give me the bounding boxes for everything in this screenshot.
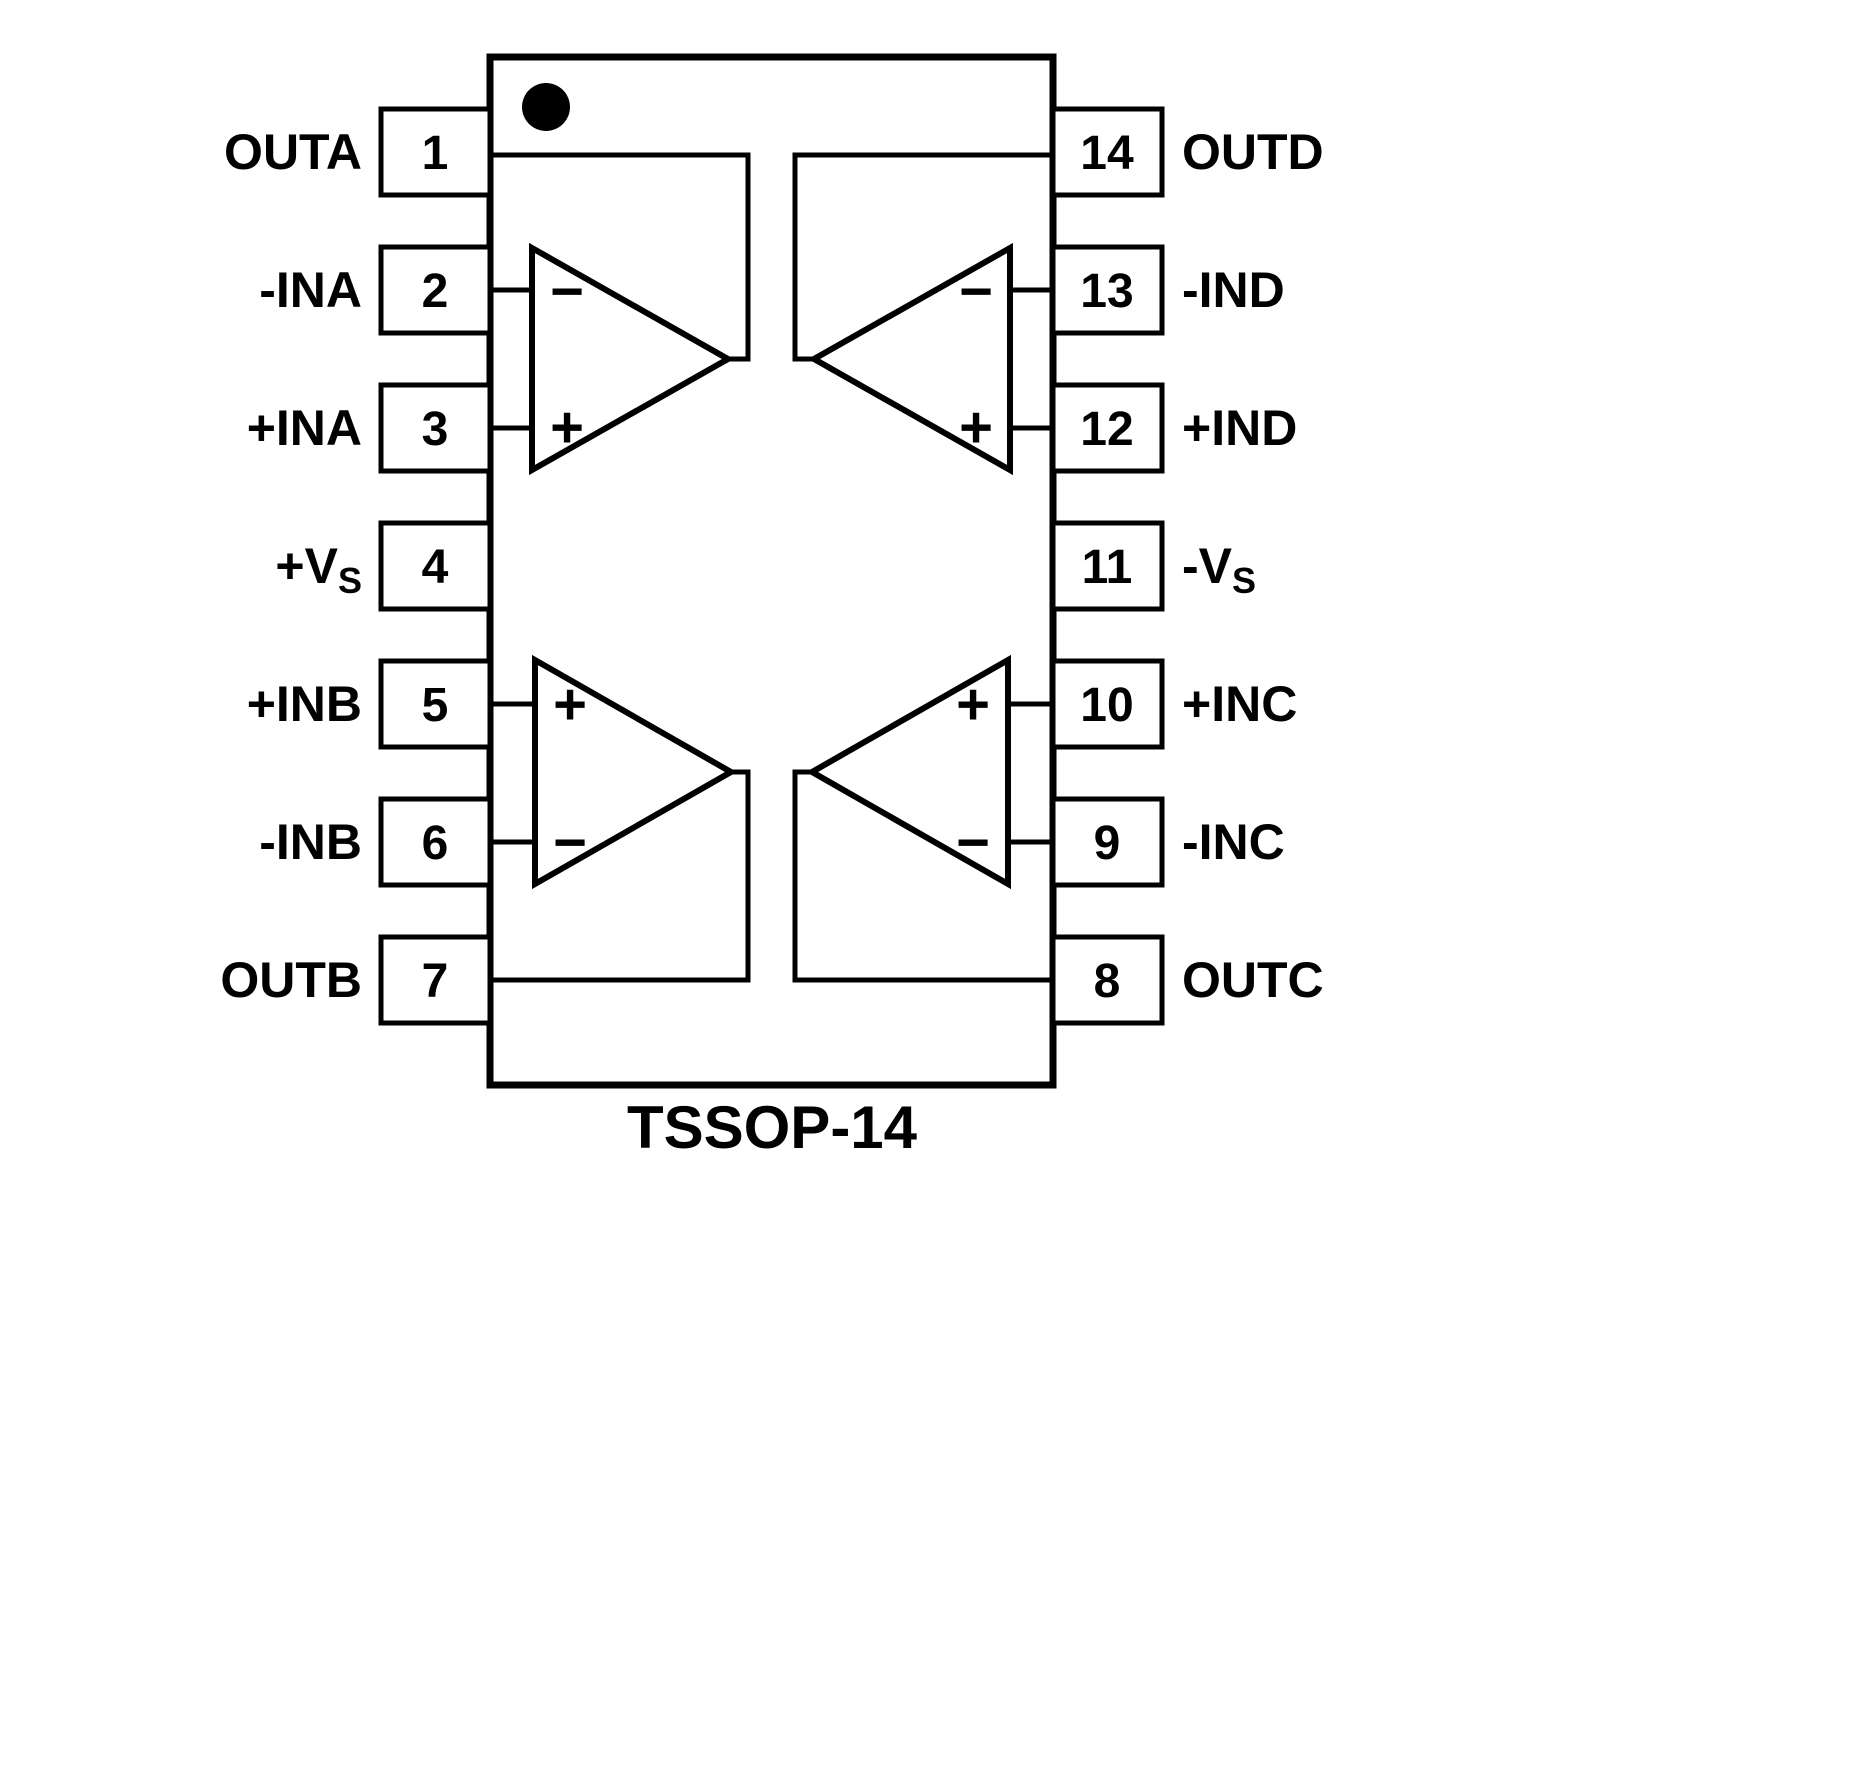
pin-4: 4 +VS [275,520,493,612]
pin-6-number: 6 [422,817,449,870]
pin-3: 3 +INA [247,382,493,474]
opamp-a-output-trace [490,152,751,362]
pin-7-label: OUTB [220,952,362,1008]
pin-12-number: 12 [1080,403,1133,456]
opamp-d-output-trace [792,152,1053,362]
ic-body [486,53,1057,1089]
pin-11-box [1050,520,1165,612]
pin-1-box [378,106,493,198]
pin-13-number: 13 [1080,265,1133,318]
opamp-a-noninverting-sign: + [550,395,584,460]
pin-7-number: 7 [422,955,449,1008]
pin-8-number: 8 [1094,955,1121,1008]
opamp-d-triangle [807,242,1013,476]
pin-9-label: -INC [1182,814,1285,870]
pin1-indicator-dot [522,83,570,131]
pin-12: 12 +IND [1050,382,1297,474]
pin-5-label: +INB [247,676,362,732]
pin-5-box [378,658,493,750]
pin-13: 13 -IND [1050,244,1285,336]
pin-10-number: 10 [1080,679,1133,732]
opamp-b-noninverting-sign: + [553,672,587,737]
pin-8: 8 OUTC [1050,934,1324,1026]
pin-1: 1 OUTA [224,106,493,198]
pin-12-label: +IND [1182,400,1297,456]
pin-4-box [378,520,493,612]
opamp-d-noninverting-sign: + [959,395,993,460]
pin-5: 5 +INB [247,658,493,750]
pin-2-label: -INA [259,262,362,318]
opamp-b-inverting-sign: − [553,810,587,875]
opamp-c-triangle [805,654,1011,890]
pin-3-label: +INA [247,400,362,456]
pin-9: 9 -INC [1050,796,1285,888]
pin-4-label: +VS [275,538,362,601]
pin-2-number: 2 [422,265,449,318]
opamp-a-inverting-sign: − [550,259,584,324]
pin-9-number: 9 [1094,817,1121,870]
opamp-b-output-trace [490,769,751,983]
pin-13-box [1050,244,1165,336]
pin-3-number: 3 [422,403,449,456]
pin-6-box [378,796,493,888]
pin-14-label: OUTD [1182,124,1324,180]
opamp-c-inverting-sign: − [956,810,990,875]
opamp-c-noninverting-sign: + [956,672,990,737]
pin-14-number: 14 [1080,127,1134,180]
pin-1-number: 1 [422,127,449,180]
pin-2-box [378,244,493,336]
pin-10-box [1050,658,1165,750]
pin-8-label: OUTC [1182,952,1324,1008]
pin-5-number: 5 [422,679,449,732]
opamp-a-triangle [529,242,735,476]
pin-12-box [1050,382,1165,474]
pin-11: 11 -VS [1050,520,1256,612]
pin-8-box [1050,934,1165,1026]
pin-6-label: -INB [259,814,362,870]
pin-11-number: 11 [1082,541,1133,594]
pin-3-box [378,382,493,474]
pin-2: 2 -INA [259,244,493,336]
opamp-b-triangle [532,654,738,890]
pin-10: 10 +INC [1050,658,1297,750]
pin-10-label: +INC [1182,676,1297,732]
opamp-d-inverting-sign: − [959,259,993,324]
pin-6: 6 -INB [259,796,493,888]
pin-13-label: -IND [1182,262,1285,318]
pin-9-box [1050,796,1165,888]
pin-14-box [1050,106,1165,198]
pin-7: 7 OUTB [220,934,493,1026]
pin-14: 14 OUTD [1050,106,1324,198]
opamp-c-output-trace [792,769,1053,983]
package-caption: TSSOP-14 [627,1094,918,1161]
pin-11-label: -VS [1182,538,1256,601]
pin-7-box [378,934,493,1026]
pin-4-number: 4 [422,541,449,594]
pin-1-label: OUTA [224,124,362,180]
